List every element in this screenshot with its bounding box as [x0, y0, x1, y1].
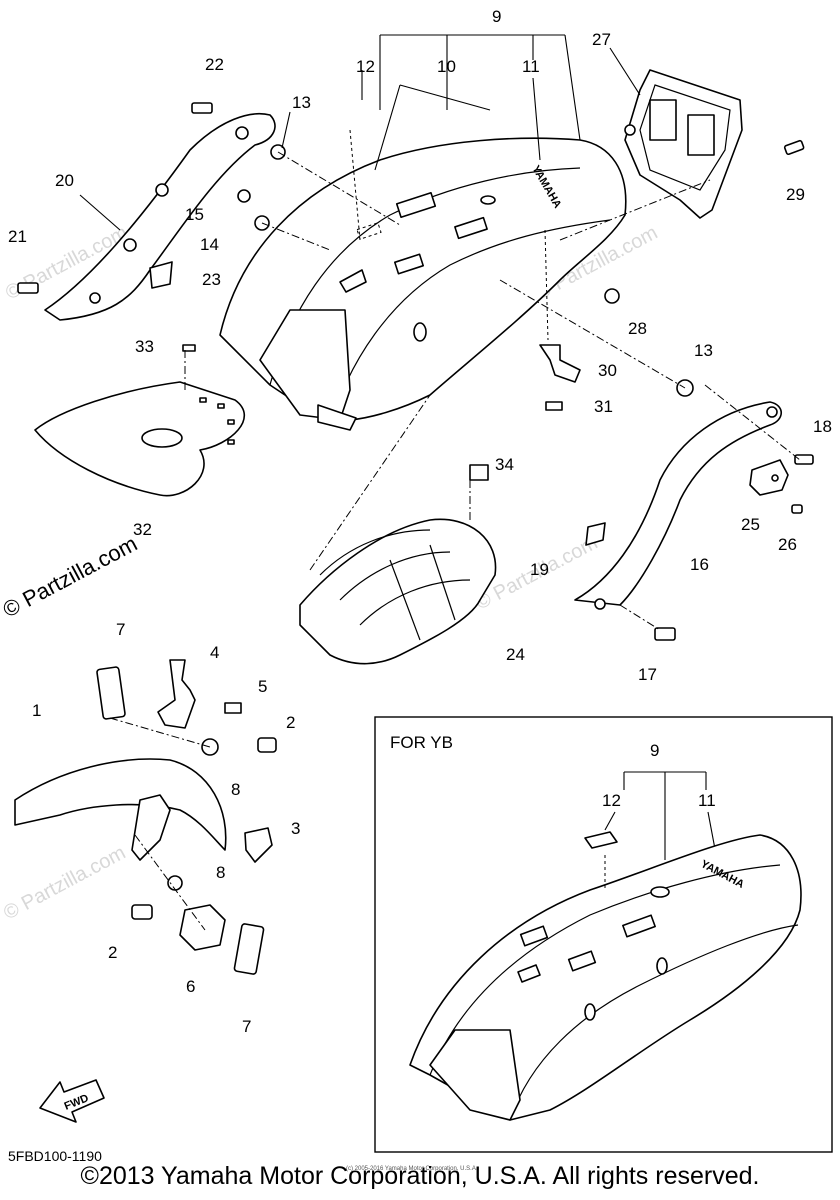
callout-32: 32 [133, 520, 152, 539]
assembly-lines [109, 129, 801, 931]
mud-flap[interactable] [34, 381, 246, 497]
callout-2-top: 2 [286, 713, 295, 732]
callout-13-right: 13 [694, 341, 713, 360]
license-light[interactable] [749, 459, 789, 496]
callout-7-bottom: 7 [242, 1017, 251, 1036]
callout-8-top: 8 [231, 780, 240, 799]
callout-6: 6 [186, 977, 195, 996]
fwd-arrow: FWD [39, 1079, 105, 1123]
diagram-code: 5FBD100-1190 [8, 1148, 102, 1164]
inset-callout-9: 9 [650, 741, 659, 760]
callout-15: 15 [185, 205, 204, 224]
callout-19: 19 [530, 560, 549, 579]
callout-25: 25 [741, 515, 760, 534]
inset-title: FOR YB [390, 733, 453, 752]
rear-fender[interactable]: YAMAHA [219, 137, 627, 431]
callout-11: 11 [522, 57, 540, 76]
callout-1: 1 [32, 701, 41, 720]
callout-13-top: 13 [292, 93, 311, 112]
tail-light[interactable] [624, 69, 743, 219]
callout-31: 31 [594, 397, 613, 416]
callout-22: 22 [205, 55, 224, 74]
callout-26: 26 [778, 535, 797, 554]
callout-17: 17 [638, 665, 657, 684]
callout-7-top: 7 [116, 620, 125, 639]
callout-27: 27 [592, 30, 611, 49]
callout-3: 3 [291, 819, 300, 838]
callout-34: 34 [495, 455, 514, 474]
grab-rail-left[interactable] [44, 113, 276, 321]
callout-4: 4 [210, 643, 219, 662]
front-fender[interactable] [14, 758, 227, 851]
callout-16: 16 [690, 555, 709, 574]
callout-18: 18 [813, 417, 832, 436]
inset-callout-11: 11 [698, 791, 716, 810]
watermark-light-4: © Partzilla.com [0, 842, 129, 925]
callout-33: 33 [135, 337, 154, 356]
front-stays[interactable] [131, 659, 226, 951]
callout-5: 5 [258, 677, 267, 696]
copyright-notice: ©2013 Yamaha Motor Corporation, U.S.A. A… [80, 1162, 760, 1190]
callout-30: 30 [598, 361, 617, 380]
inner-fender[interactable] [299, 518, 497, 665]
inset-for-yb: FOR YB 9 12 11 YAMAHA [374, 716, 833, 1153]
fasteners[interactable] [17, 102, 814, 975]
leader-lines [79, 34, 641, 231]
callout-10: 10 [437, 57, 456, 76]
grab-rail-right[interactable] [574, 401, 783, 610]
callout-20: 20 [55, 171, 74, 190]
small-copyright: (c) 2005-2016 Yamaha Motor Corporation, … [346, 1166, 478, 1172]
callout-14: 14 [200, 235, 219, 254]
callout-21: 21 [8, 227, 27, 246]
callout-8-bottom: 8 [216, 863, 225, 882]
callout-2-bottom: 2 [108, 943, 117, 962]
callout-24: 24 [506, 645, 525, 664]
inset-callout-12: 12 [602, 791, 621, 810]
callout-9: 9 [492, 7, 501, 26]
callout-29: 29 [786, 185, 805, 204]
watermark-main: © Partzilla.com [0, 531, 141, 623]
callout-28: 28 [628, 319, 647, 338]
callout-12: 12 [356, 57, 375, 76]
callouts: 9 12 10 11 27 22 13 20 15 14 21 23 29 28… [8, 7, 832, 1036]
callout-23: 23 [202, 270, 221, 289]
